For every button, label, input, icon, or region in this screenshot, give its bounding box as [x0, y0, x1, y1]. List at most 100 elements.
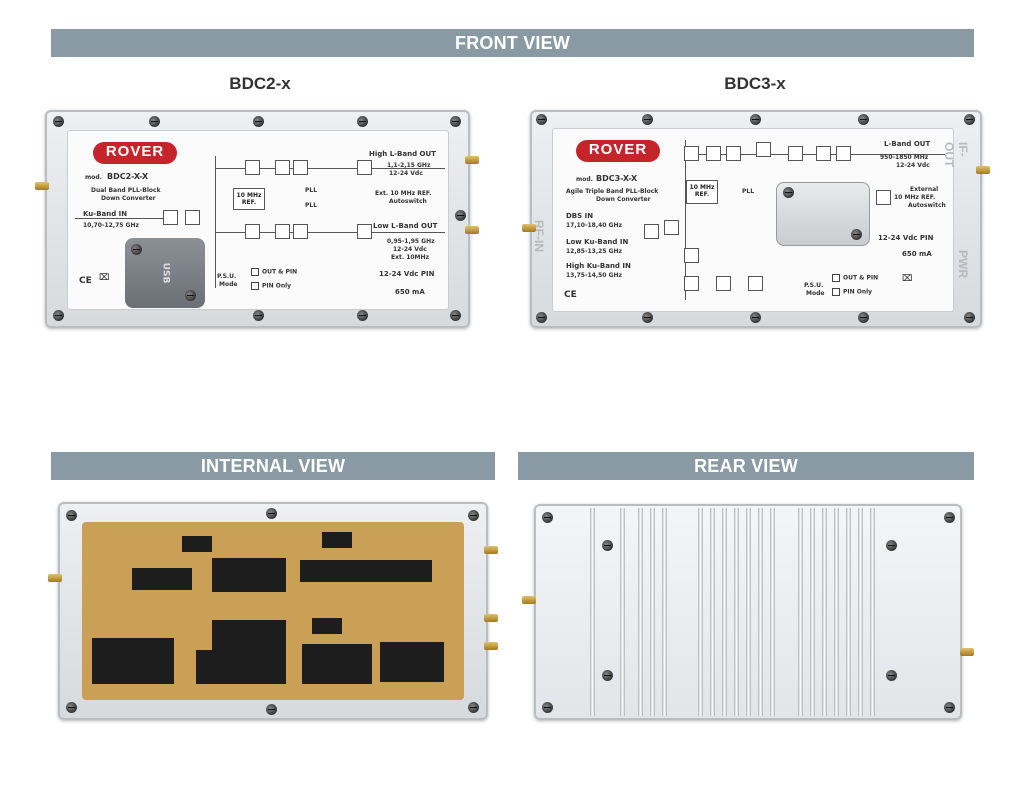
usb-module: USB — [125, 238, 205, 308]
screw — [357, 116, 368, 127]
mod-prefix: mod. — [85, 174, 102, 181]
screw — [642, 114, 653, 125]
mixer-block — [748, 276, 763, 291]
heatsink-fin — [834, 508, 839, 716]
bdc2-pin-current: 650 mA — [395, 288, 425, 296]
heatsink-fin — [710, 508, 715, 716]
screw — [750, 114, 761, 125]
screw — [253, 116, 264, 127]
pcb-module — [196, 650, 286, 684]
mixer-block — [293, 224, 308, 239]
bdc2-pin-label: 12-24 Vdc PIN — [379, 270, 435, 278]
heatsink-fin — [746, 508, 751, 716]
input-wire — [75, 218, 165, 219]
opt-label: PIN Only — [843, 288, 873, 296]
bdc2-input-label: Ku-Band IN — [83, 210, 128, 218]
bdc2-description-1: Dual Band PLL-Block — [91, 187, 161, 194]
splitter-block — [185, 210, 200, 225]
screw — [357, 310, 368, 321]
bdc2-description-2: Down Converter — [101, 195, 156, 202]
pcb-module — [380, 642, 444, 682]
screw — [253, 310, 264, 321]
screw — [53, 310, 64, 321]
rf-connector — [465, 226, 479, 234]
bdc2-psu-2: Mode — [219, 281, 238, 288]
checkbox[interactable] — [251, 282, 259, 290]
screw — [886, 540, 897, 551]
bdc2-high-out-volt: 12-24 Vdc — [389, 170, 423, 177]
rf-connector — [976, 166, 990, 174]
bdc2-ce-mark: CE — [79, 276, 92, 286]
screw — [602, 670, 613, 681]
opt-label: OUT & PIN — [262, 268, 298, 276]
bdc3-description-2: Down Converter — [596, 196, 651, 203]
rf-connector — [522, 224, 536, 232]
screw — [468, 702, 479, 713]
bdc3-psu-2: Mode — [806, 290, 825, 297]
screw — [642, 312, 653, 323]
screw — [468, 510, 479, 521]
screw — [602, 540, 613, 551]
rf-connector — [484, 546, 498, 554]
heatsink-fin — [858, 508, 863, 716]
mixer-block — [275, 160, 290, 175]
bdc3-model-code: BDC3-X-X — [596, 174, 638, 183]
bdc2-psu-1: P.S.U. — [217, 273, 237, 280]
bdc2-opt-pin-only[interactable]: PIN Only — [251, 282, 291, 290]
screw — [66, 510, 77, 521]
bdc3-ext-ref-1: External — [910, 186, 939, 193]
diagram-wire — [215, 156, 216, 288]
bdc2-low-out-ext: Ext. 10MHz — [391, 254, 430, 261]
bdc3-description-1: Agile Triple Band PLL-Block — [566, 188, 659, 195]
bdc2-ext-ref-2: Autoswitch — [389, 198, 427, 205]
filter-block — [245, 224, 260, 239]
screw — [536, 312, 547, 323]
bdc3-out-range: 950-1850 MHz — [880, 154, 929, 161]
bdc3-out-volt: 12-24 Vdc — [896, 162, 930, 169]
bdc2-model-code: BDC2-X-X — [107, 172, 149, 181]
screw — [964, 312, 975, 323]
screw — [266, 704, 277, 715]
bdc3-pin-label: 12-24 Vdc PIN — [878, 234, 934, 242]
rf-connector — [465, 156, 479, 164]
diagram-wire — [685, 154, 945, 155]
screw — [542, 512, 553, 523]
pcb-module — [212, 620, 286, 654]
bdc3-psu-1: P.S.U. — [804, 282, 824, 289]
checkbox[interactable] — [832, 274, 840, 282]
bdc3-high-ku-label: High Ku-Band IN — [566, 262, 631, 270]
heatsink-fin — [846, 508, 851, 716]
screw — [858, 114, 869, 125]
switch-block — [716, 276, 731, 291]
rf-connector — [960, 648, 974, 656]
filter-block — [684, 146, 699, 161]
checkbox[interactable] — [251, 268, 259, 276]
bdc2-pll-2: PLL — [305, 202, 318, 209]
screw — [185, 290, 196, 301]
bdc2-low-out-volt: 12-24 Vdc — [393, 246, 427, 253]
bdc3-opt-out-pin[interactable]: OUT & PIN — [832, 274, 878, 282]
rf-connector — [48, 574, 62, 582]
switch-block — [756, 142, 771, 157]
bdc2-opt-out-pin[interactable]: OUT & PIN — [251, 268, 297, 276]
screw — [783, 187, 794, 198]
rf-connector — [484, 642, 498, 650]
bdc3-ce-mark: CE — [564, 290, 577, 300]
bdc3-opt-pin-only[interactable]: PIN Only — [832, 288, 872, 296]
opt-label: PIN Only — [262, 282, 292, 290]
screw — [149, 116, 160, 127]
checkbox[interactable] — [832, 288, 840, 296]
bdc3-pll: PLL — [742, 188, 755, 195]
weee-icon: ⌧ — [99, 273, 110, 283]
heatsink-fin — [620, 508, 625, 716]
bdc3-dbs-label: DBS IN — [566, 212, 594, 220]
bdc2-high-out-range: 1,1-2,15 GHz — [387, 162, 431, 169]
screw — [66, 702, 77, 713]
bdc2-input-range: 10,70-12,75 GHz — [83, 222, 139, 229]
bdc3-title: BDC3-x — [724, 74, 786, 93]
switch-block — [357, 160, 372, 175]
pcb-module — [302, 644, 372, 684]
diagram-wire — [685, 140, 686, 300]
